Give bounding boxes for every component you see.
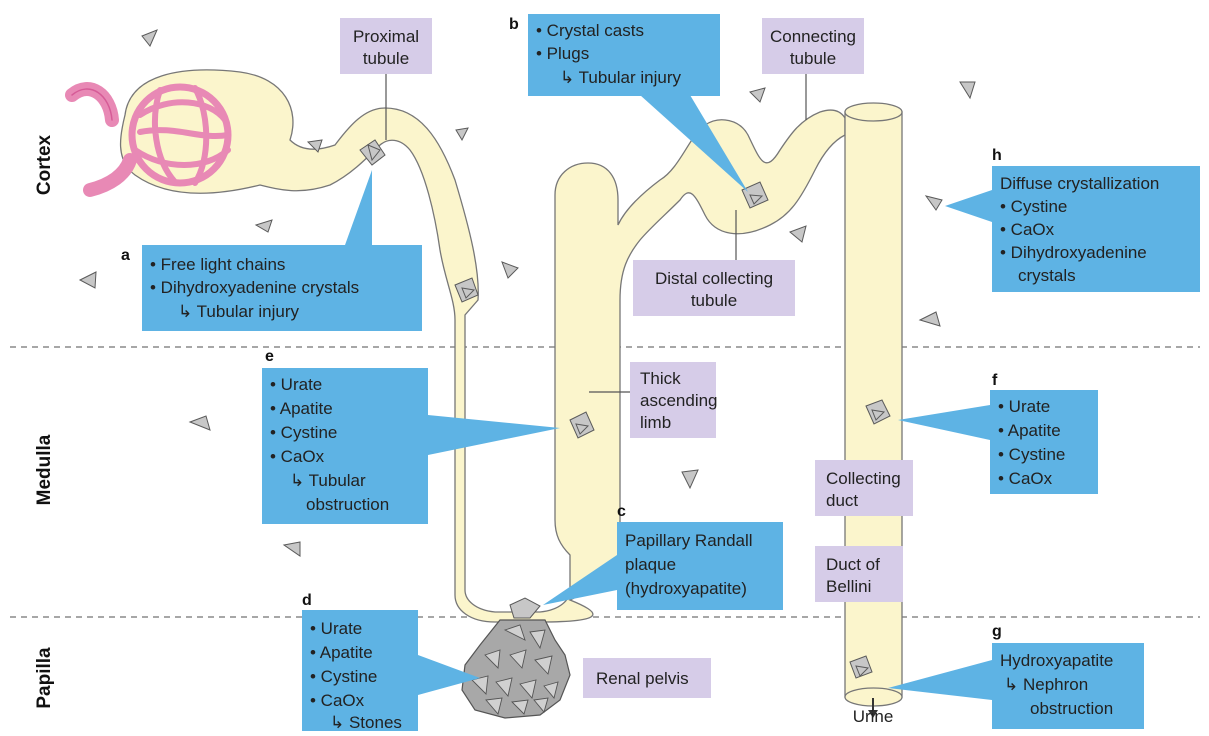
crystal-icon <box>502 262 518 278</box>
callout-a: a • Free light chains • Dihydroxyadenine… <box>121 170 422 331</box>
callout-letter: a <box>121 247 130 264</box>
callout-line: • Free light chains <box>150 255 285 274</box>
callout-letter: e <box>265 348 274 365</box>
callout-letter: b <box>509 16 519 33</box>
callout-line: • Dihydroxyadenine <box>1000 243 1147 262</box>
crystal-icon <box>920 312 940 326</box>
label-line: Duct of <box>826 555 880 574</box>
callout-line: ↳ Tubular <box>290 471 366 490</box>
label-line: limb <box>640 413 671 432</box>
callout-line: • Dihydroxyadenine crystals <box>150 278 359 297</box>
crystal-icon <box>80 272 96 288</box>
callout-line: • CaOx <box>998 469 1053 488</box>
callout-line: (hydroxyapatite) <box>625 579 747 598</box>
callout-line: • Apatite <box>310 643 373 662</box>
callout-line: • Apatite <box>270 399 333 418</box>
label-line: tubule <box>691 291 737 310</box>
callout-line: • Plugs <box>536 44 589 63</box>
callout-line: • CaOx <box>270 447 325 466</box>
callout-line: obstruction <box>306 495 389 514</box>
collecting-duct-top <box>845 103 902 121</box>
crystal-icon <box>190 416 210 430</box>
callout-line: Papillary Randall <box>625 531 753 550</box>
callout-line: Diffuse crystallization <box>1000 174 1159 193</box>
crystal-icon <box>456 128 468 140</box>
callout-letter: c <box>617 503 626 520</box>
callout-line: • Urate <box>270 375 322 394</box>
label-line: Thick <box>640 369 681 388</box>
callout-line: • Cystine <box>270 423 337 442</box>
crystal-icon <box>926 196 942 210</box>
callout-line: Hydroxyapatite <box>1000 651 1113 670</box>
callout-letter: f <box>992 372 998 389</box>
crystal-icon <box>284 542 300 556</box>
structure-label-duct-of-bellini: Duct of Bellini <box>815 546 903 602</box>
callout-g: g Hydroxyapatite ↳ Nephron obstruction <box>888 623 1144 729</box>
label-line: Collecting <box>826 469 901 488</box>
crystal-icon <box>682 470 698 488</box>
structure-label-collecting-duct: Collecting duct <box>815 460 913 516</box>
callout-letter: d <box>302 592 312 609</box>
callout-line: obstruction <box>1030 699 1113 718</box>
urine-label: Urine <box>853 707 894 726</box>
callout-line: • CaOx <box>1000 220 1055 239</box>
callout-line: ↳ Stones <box>330 713 402 731</box>
callout-e: e • Urate • Apatite • Cystine • CaOx ↳ T… <box>262 348 560 524</box>
label-line: tubule <box>790 49 836 68</box>
callout-line: • CaOx <box>310 691 365 710</box>
zone-label-medulla: Medulla <box>34 434 55 505</box>
crystal-icon <box>256 220 272 232</box>
callout-line: plaque <box>625 555 676 574</box>
label-line: Renal pelvis <box>596 669 689 688</box>
callout-line: crystals <box>1018 266 1076 285</box>
label-line: Proximal <box>353 27 419 46</box>
label-line: Distal collecting <box>655 269 773 288</box>
callout-line: • Urate <box>998 397 1050 416</box>
crystal-icon <box>790 226 806 242</box>
crystal-icon <box>142 30 157 46</box>
callout-letter: h <box>992 147 1002 164</box>
callout-line: • Cystine <box>310 667 377 686</box>
callout-d: d • Urate • Apatite • Cystine • CaOx ↳ S… <box>302 592 480 731</box>
callout-letter: g <box>992 623 1002 640</box>
callout-h: h Diffuse crystallization • Cystine • Ca… <box>945 147 1200 292</box>
callout-line: • Cystine <box>998 445 1065 464</box>
zone-label-papilla: Papilla <box>34 647 55 709</box>
callout-line: • Crystal casts <box>536 21 644 40</box>
structure-label-renal-pelvis: Renal pelvis <box>583 658 711 698</box>
label-line: tubule <box>363 49 409 68</box>
callout-line: ↳ Nephron <box>1004 675 1088 694</box>
label-line: ascending <box>640 391 718 410</box>
label-line: Connecting <box>770 27 856 46</box>
callout-line: ↳ Tubular injury <box>560 68 682 87</box>
label-line: duct <box>826 491 858 510</box>
callout-line: • Cystine <box>1000 197 1067 216</box>
crystal-icon <box>960 82 975 98</box>
callout-line: • Apatite <box>998 421 1061 440</box>
crystal-icon <box>750 88 765 102</box>
callout-line: ↳ Tubular injury <box>178 302 300 321</box>
zone-label-cortex: Cortex <box>34 134 55 195</box>
label-line: Bellini <box>826 577 871 596</box>
structure-label-connecting-tubule: Connecting tubule <box>762 18 864 120</box>
stone-cluster <box>462 620 570 718</box>
callout-line: • Urate <box>310 619 362 638</box>
callout-f: f • Urate • Apatite • Cystine • CaOx <box>898 372 1098 494</box>
